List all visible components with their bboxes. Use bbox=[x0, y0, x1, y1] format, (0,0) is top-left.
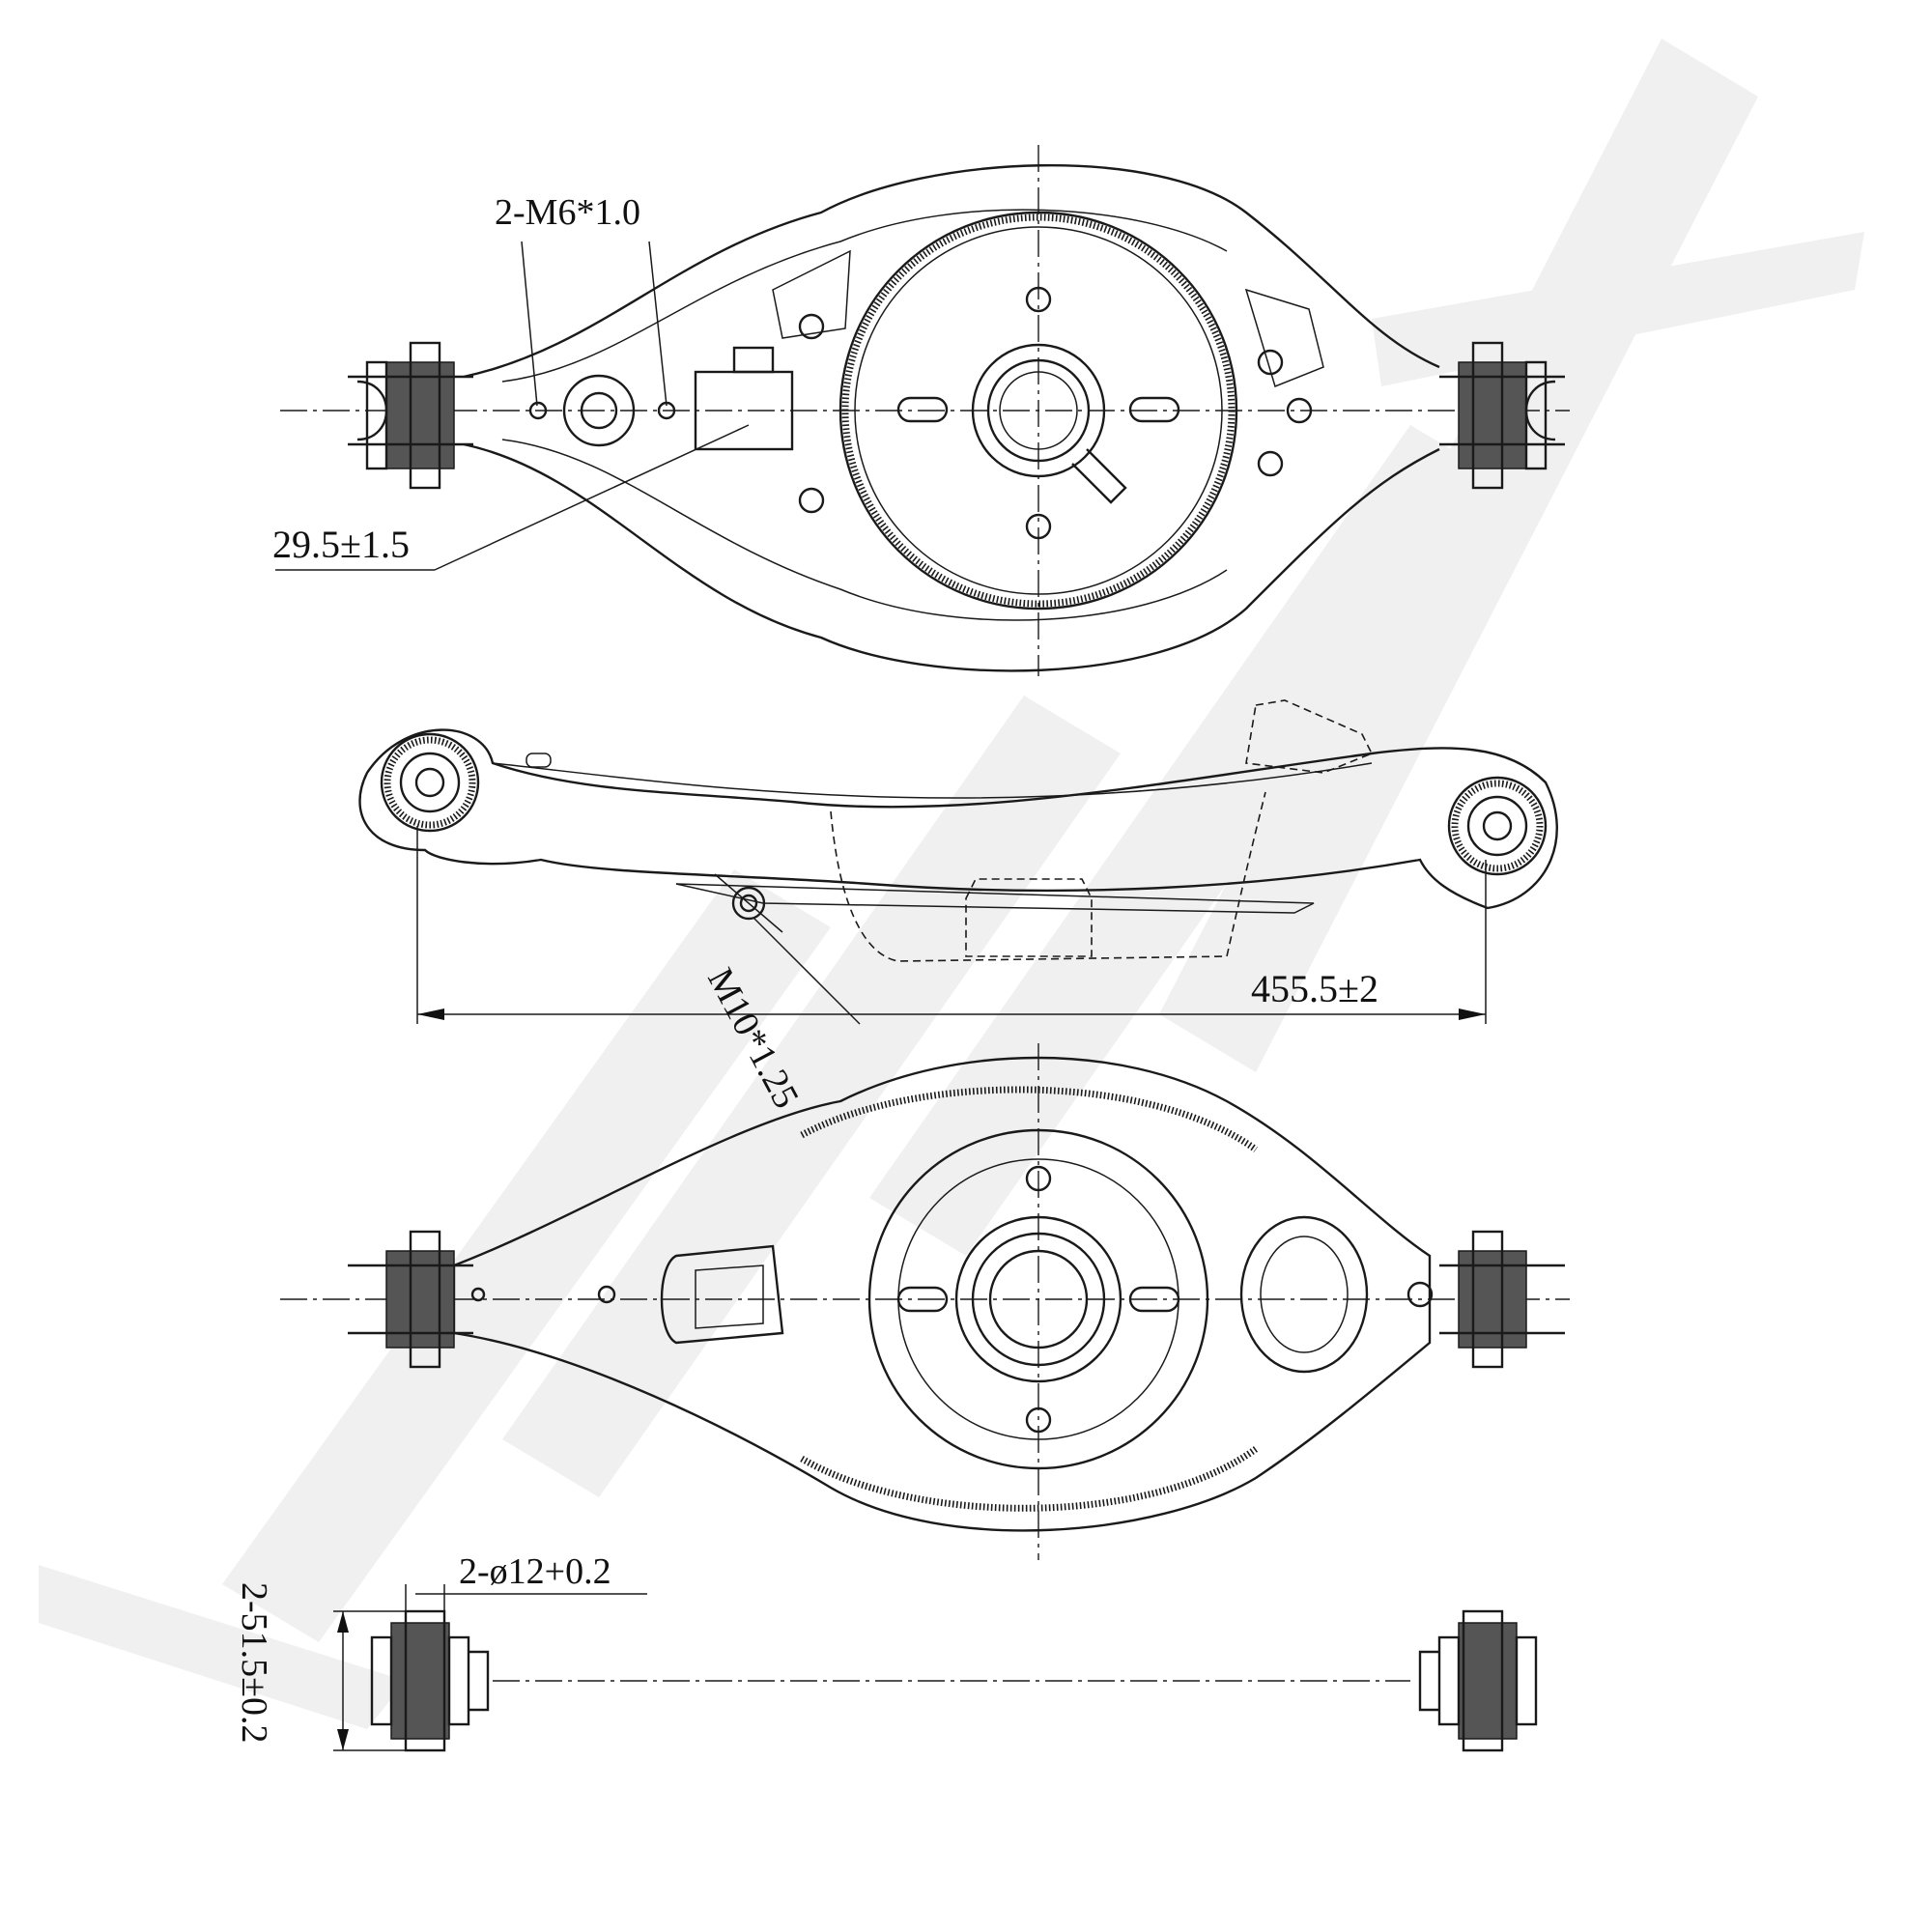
label-bushing-width: 2-51.5±0.2 bbox=[234, 1582, 274, 1744]
bottom-view bbox=[280, 1043, 1570, 1560]
side-view bbox=[358, 699, 1558, 1025]
watermark-logo bbox=[39, 39, 1864, 1729]
bushing-section-view bbox=[333, 1584, 1538, 1752]
label-center-distance: 455.5±2 bbox=[1251, 967, 1378, 1010]
top-view bbox=[275, 145, 1570, 676]
label-bolt-thread-top: 2-M6*1.0 bbox=[495, 192, 640, 233]
label-bushing-bore: 2-ø12+0.2 bbox=[459, 1551, 611, 1592]
label-offset-top: 29.5±1.5 bbox=[272, 523, 410, 566]
